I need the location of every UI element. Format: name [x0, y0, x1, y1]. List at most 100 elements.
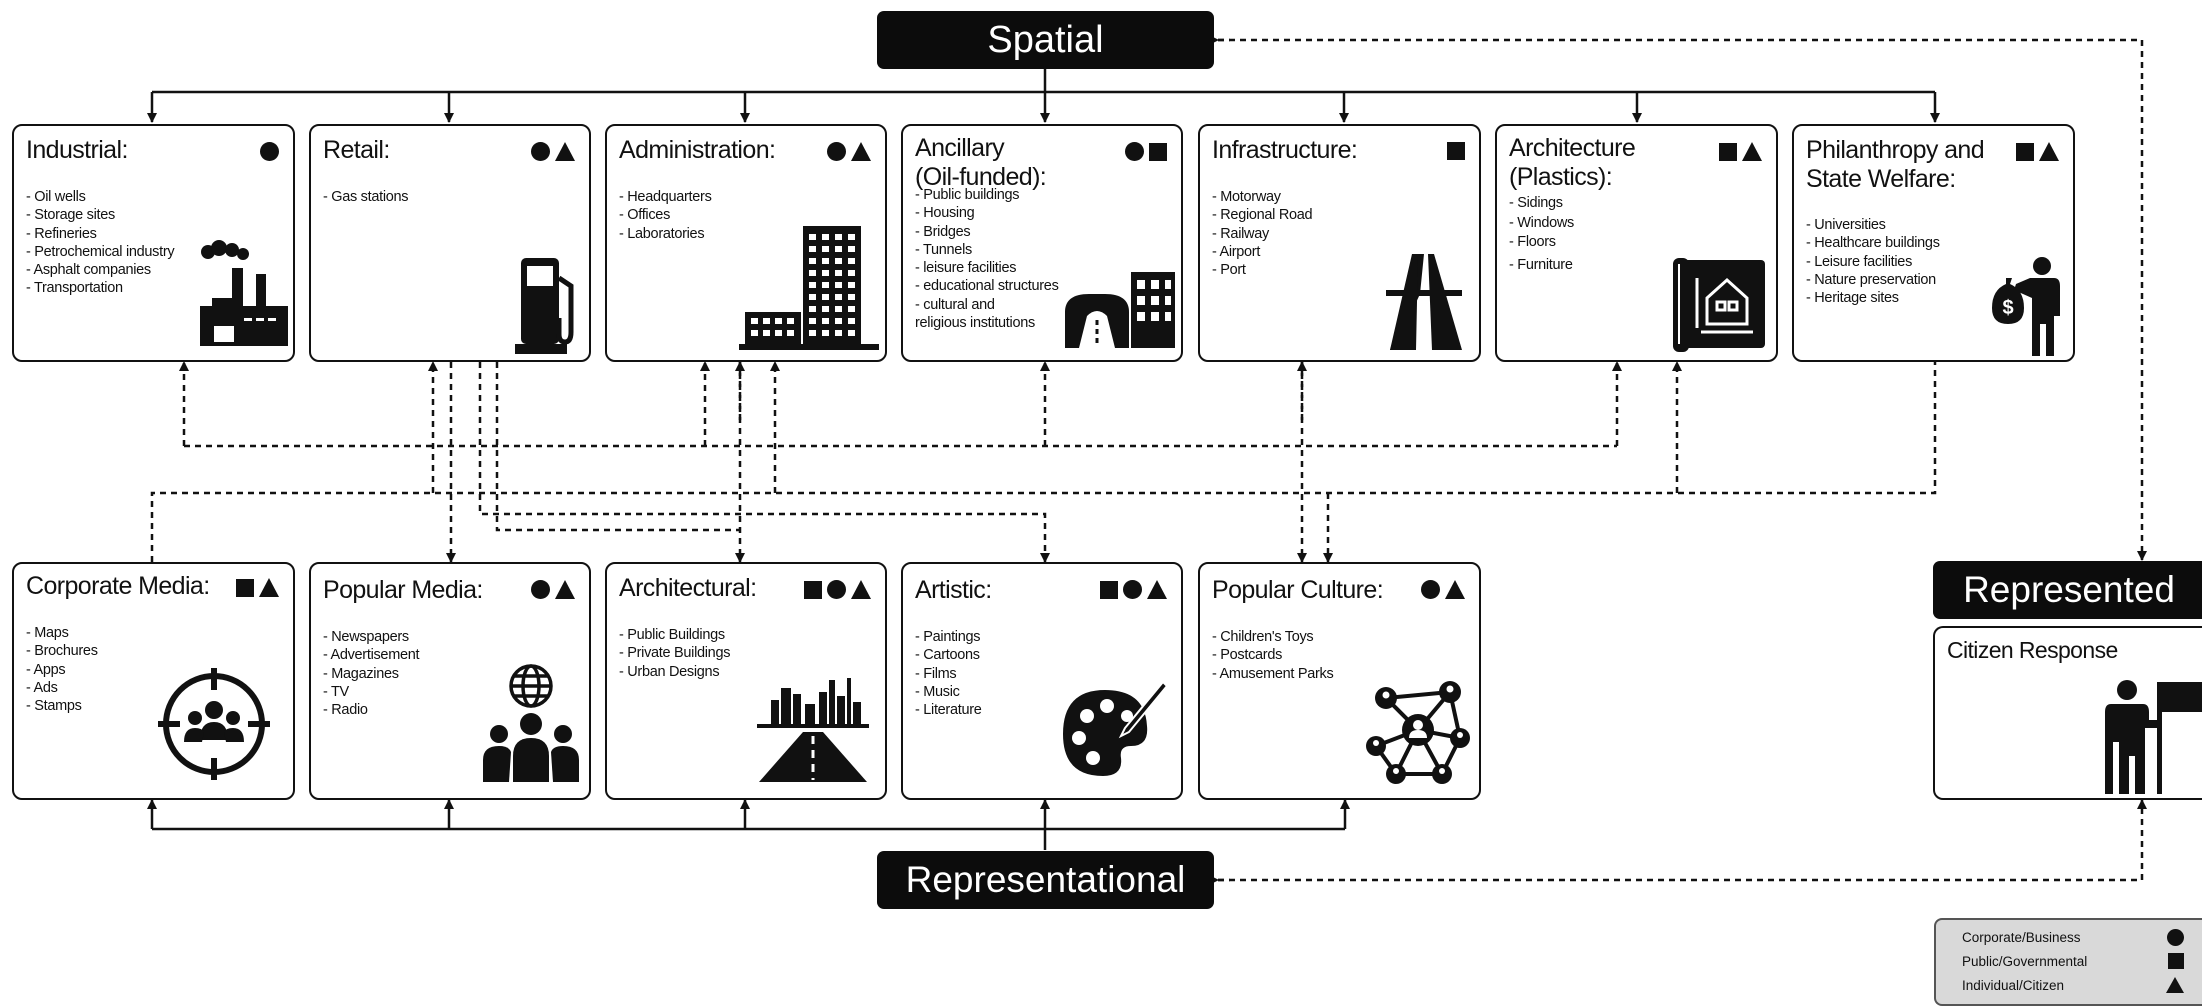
box-title: Corporate Media: [26, 572, 210, 600]
architecture-plastics-box: Architecture (Plastics): - Sidings - Win… [1495, 124, 1778, 362]
circle-marker [827, 142, 846, 161]
list-item: - cultural and religious institutions [915, 296, 1035, 332]
list-item: - Furniture [1509, 256, 1573, 273]
donor-money-bag-icon: $ [1992, 257, 2060, 356]
box-title: Retail: [323, 136, 390, 164]
category-markers [804, 580, 871, 599]
list-item: - Tunnels [915, 241, 972, 258]
category-markers [1447, 142, 1465, 160]
road-icon [1386, 254, 1462, 350]
square-marker [1447, 142, 1465, 160]
item-list: - Headquarters - Offices - Laboratories [619, 188, 712, 243]
popular-media-box: Popular Media: - Newspapers - Advertisem… [309, 562, 591, 800]
item-list: - Newspapers - Advertisement - Magazines… [323, 628, 420, 719]
list-item: - TV [323, 683, 349, 700]
administration-box: Administration: - Headquarters - Offices… [605, 124, 887, 362]
category-markers [531, 142, 575, 161]
item-list: - Paintings - Cartoons - Films - Music -… [915, 628, 982, 719]
list-item: - Nature preservation [1806, 271, 1936, 288]
list-item: - Brochures [26, 643, 98, 660]
list-item: - Bridges [915, 223, 971, 240]
circle-marker [260, 142, 279, 161]
list-item: - Transportation [26, 280, 123, 297]
triangle-marker [555, 580, 575, 599]
category-markers [1100, 580, 1167, 599]
legend-row-corporate: Corporate/Business [1962, 927, 2188, 949]
people-network-icon [1366, 681, 1470, 784]
item-list: - Children's Toys - Postcards - Amusemen… [1212, 628, 1334, 683]
list-item: - Healthcare buildings [1806, 235, 1940, 252]
paint-palette-icon [1063, 680, 1169, 776]
infrastructure-box: Infrastructure: - Motorway - Regional Ro… [1198, 124, 1481, 362]
list-item: - Motorway [1212, 189, 1281, 205]
list-item: - Regional Road [1212, 207, 1313, 224]
list-item: - Refineries [26, 225, 97, 242]
list-item: - Films [915, 665, 957, 682]
square-marker [236, 578, 254, 597]
list-item: - Airport [1212, 243, 1261, 260]
list-item: - Headquarters [619, 189, 712, 205]
category-markers [2016, 142, 2059, 161]
list-item: - Cartoons [915, 647, 980, 664]
list-item: - Magazines [323, 665, 399, 682]
legend-row-individual: Individual/Citizen [1962, 975, 2188, 997]
box-title: Architectural: [619, 574, 757, 602]
item-list: - Maps - Brochures - Apps - Ads - Stamps [26, 624, 98, 715]
box-title: Citizen Response [1947, 637, 2118, 663]
popular-culture-box: Popular Culture: - Children's Toys - Pos… [1198, 562, 1481, 800]
fuel-pump-icon [515, 258, 574, 354]
list-item: - Sidings [1509, 195, 1563, 211]
circle-marker [1125, 142, 1144, 161]
triangle-marker [1445, 580, 1465, 599]
list-item: - Port [1212, 262, 1246, 279]
list-item: - educational structures [915, 278, 1059, 295]
list-item: - Advertisement [323, 647, 420, 664]
city-skyline-road-icon [757, 678, 869, 782]
category-markers [1719, 142, 1762, 161]
triangle-marker [851, 580, 871, 599]
list-item: - Floors [1509, 234, 1556, 250]
box-title: Popular Media: [323, 576, 483, 604]
list-item: - Music [915, 683, 960, 700]
representational-banner: Representational [877, 851, 1214, 909]
list-item: - Apps [26, 661, 66, 678]
square-marker [1719, 142, 1737, 161]
list-item: - Newspapers [323, 629, 409, 645]
item-list: - Public buildings - Housing - Bridges -… [915, 186, 1059, 332]
category-markers [531, 580, 575, 599]
house-blueprint-icon [1673, 258, 1765, 352]
citizen-response-box: Citizen Response [1933, 626, 2202, 800]
triangle-marker [1147, 580, 1167, 599]
list-item: - Private Buildings [619, 645, 731, 662]
triangle-marker [2166, 977, 2184, 993]
square-marker [1149, 142, 1167, 161]
svg-text:$: $ [2002, 297, 2013, 319]
list-item: - Ads [26, 679, 58, 696]
global-people-icon [483, 664, 579, 782]
item-list: - Public Buildings - Private Buildings -… [619, 626, 730, 681]
box-title: Ancillary (Oil-funded): [915, 134, 1047, 191]
list-item: - Railway [1212, 225, 1269, 242]
list-item: - Asphalt companies [26, 262, 151, 279]
box-title: Industrial: [26, 136, 128, 164]
category-markers [260, 142, 279, 161]
factory-icon [200, 240, 288, 346]
list-item: - Stamps [26, 698, 82, 715]
box-title: Philanthropy and State Welfare: [1806, 136, 1985, 193]
tunnel-building-icon [1065, 272, 1175, 348]
represented-label: Represented [1963, 569, 2175, 610]
list-item: - Children's Toys [1212, 629, 1314, 645]
represented-banner: Represented [1933, 561, 2202, 619]
list-item: - Literature [915, 702, 982, 719]
list-item: - Gas stations [323, 189, 409, 205]
list-item: - Laboratories [619, 225, 705, 242]
list-item: - Oil wells [26, 189, 86, 205]
box-title: Administration: [619, 136, 776, 164]
list-item: - Leisure facilities [1806, 253, 1913, 270]
list-item: - Maps [26, 625, 69, 641]
list-item: - Windows [1509, 214, 1574, 231]
list-item: - Amusement Parks [1212, 665, 1334, 682]
list-item: - Offices [619, 207, 671, 224]
triangle-marker [2039, 142, 2059, 161]
